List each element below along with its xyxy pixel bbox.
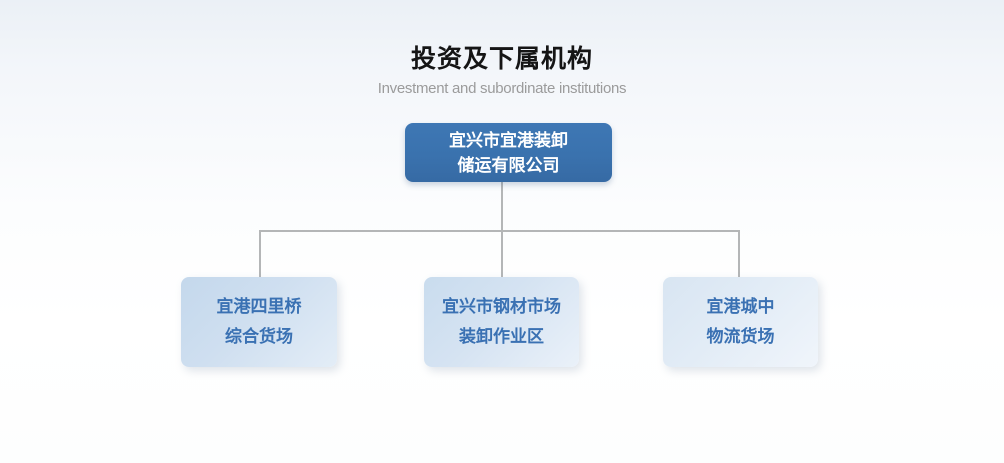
org-node-child-silibridge-yard: 宜港四里桥 综合货场 bbox=[181, 277, 337, 367]
connector-drop-middle bbox=[501, 230, 503, 278]
org-node-root-label-line2: 储运有限公司 bbox=[457, 155, 560, 175]
org-node-label-line2: 装卸作业区 bbox=[459, 327, 544, 346]
org-node-label-line2: 物流货场 bbox=[706, 327, 775, 346]
connector-drop-right bbox=[738, 230, 740, 278]
page-subtitle: Investment and subordinate institutions bbox=[377, 80, 627, 97]
org-node-root: 宜兴市宜港装卸 储运有限公司 bbox=[405, 123, 612, 182]
org-node-root-label-line1: 宜兴市宜港装卸 bbox=[449, 130, 568, 150]
org-node-label-line1: 宜兴市钢材市场 bbox=[442, 297, 561, 316]
org-node-label-line1: 宜港四里桥 bbox=[216, 297, 302, 316]
org-node-label-line1: 宜港城中 bbox=[706, 297, 775, 316]
connector-root-vertical bbox=[501, 181, 503, 232]
page-header: 投资及下属机构 Investment and subordinate insti… bbox=[0, 44, 1004, 97]
org-node-child-citycenter-logistics-yard: 宜港城中 物流货场 bbox=[663, 277, 818, 367]
page-title: 投资及下属机构 bbox=[410, 45, 593, 73]
connector-horizontal-bar bbox=[259, 230, 740, 232]
org-node-label-line2: 综合货场 bbox=[225, 327, 293, 346]
org-node-child-steel-market-area: 宜兴市钢材市场 装卸作业区 bbox=[424, 277, 579, 367]
connector-drop-left bbox=[259, 230, 261, 278]
